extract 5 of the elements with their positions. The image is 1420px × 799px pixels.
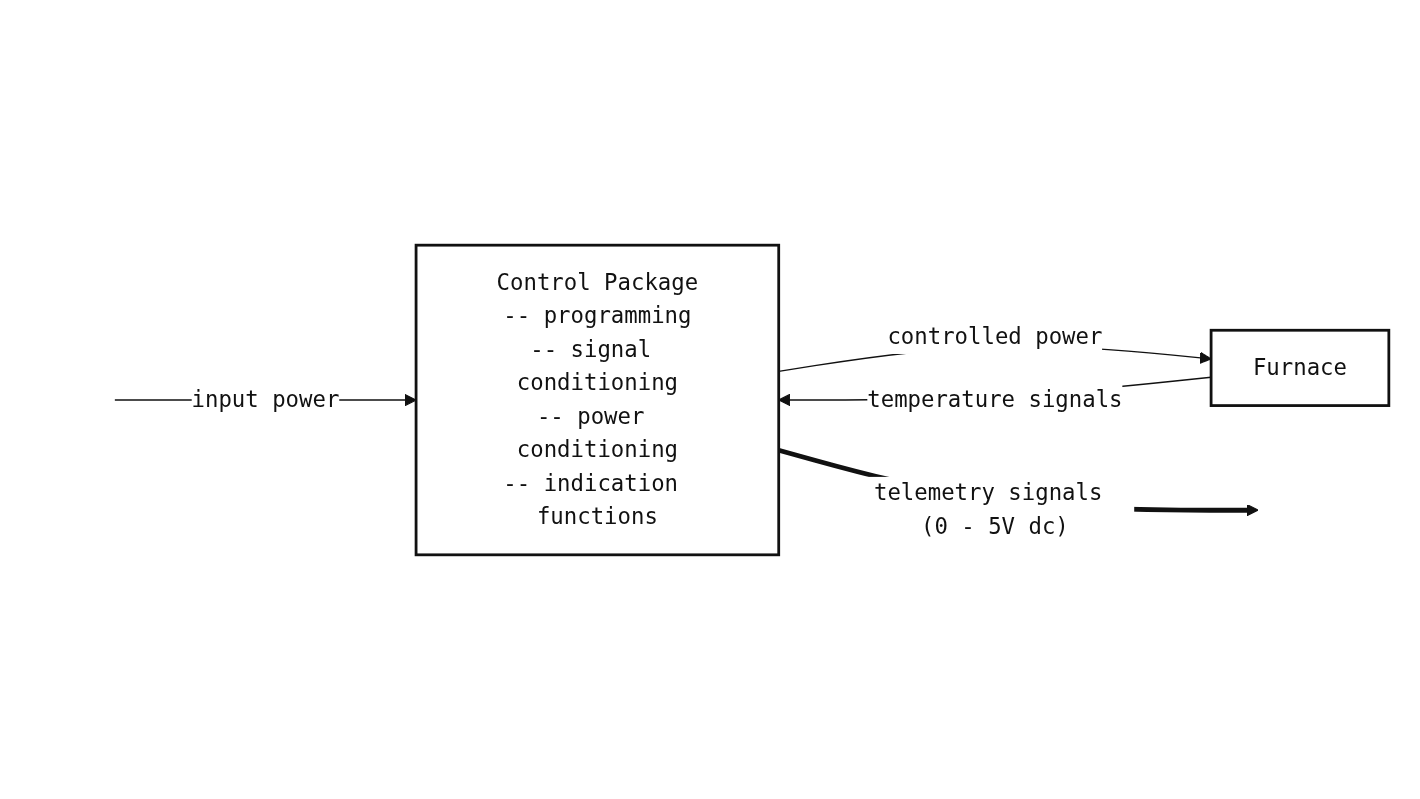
edge-label: temperature signals [867, 385, 1123, 413]
edge-label: controlled power [887, 322, 1103, 350]
edge-label: input power [191, 385, 340, 413]
node-box: Furnace [1209, 328, 1391, 407]
node-box: Control Package -- programming -- signal conditioning -- power conditioning -- indication functions [414, 243, 781, 556]
